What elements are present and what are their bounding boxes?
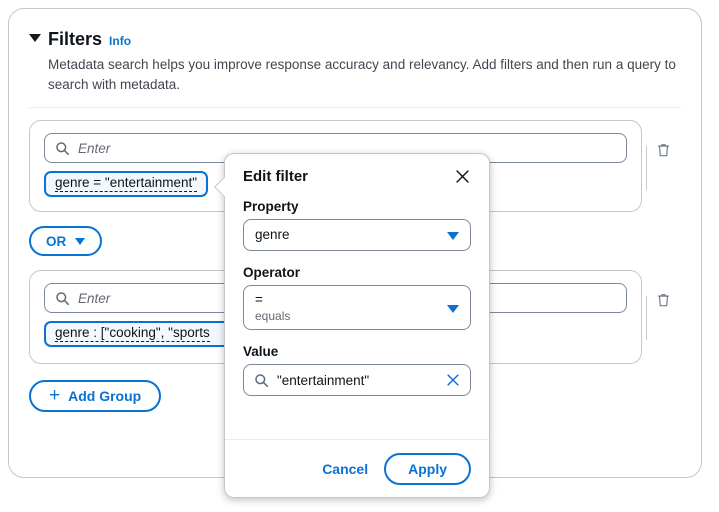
property-select-value: genre (255, 227, 290, 242)
popover-title: Edit filter (243, 168, 309, 185)
info-link[interactable]: Info (109, 34, 132, 48)
filters-header: Filters Info Metadata search helps you i… (9, 9, 701, 95)
chevron-down-icon (447, 304, 459, 313)
property-label: Property (243, 199, 299, 214)
popover-footer: Cancel Apply (225, 439, 489, 497)
value-input-text: "entertainment" (277, 372, 370, 388)
popover-header: Edit filter (243, 168, 471, 185)
property-select[interactable]: genre (243, 219, 471, 251)
filter-chip-1[interactable]: genre = "entertainment" (44, 171, 209, 197)
filters-title-row: Filters Info (29, 29, 681, 50)
edit-filter-popover: Edit filter Property genre Operator = eq… (214, 153, 490, 498)
close-icon[interactable] (454, 168, 471, 185)
filter-chip-2-label: genre : ["cooking", "sports (55, 325, 210, 342)
filter-chip-1-label: genre = "entertainment" (55, 175, 198, 192)
search-icon (56, 291, 70, 305)
search-placeholder-1: Enter (78, 140, 111, 156)
page-title: Filters (48, 29, 103, 49)
caret-down-icon[interactable] (29, 34, 41, 42)
trash-icon[interactable] (656, 292, 671, 308)
popover-body: Edit filter Property genre Operator = eq… (225, 154, 489, 396)
operator-label: Operator (243, 265, 301, 280)
plus-icon: + (49, 384, 61, 406)
add-group-button[interactable]: + Add Group (29, 380, 162, 412)
add-group-container: + Add Group (9, 380, 701, 412)
value-label: Value (243, 344, 279, 359)
operator-select[interactable]: = equals (243, 285, 471, 330)
cancel-button[interactable]: Cancel (320, 457, 370, 481)
join-operator-button[interactable]: OR (29, 226, 103, 256)
caret-down-icon (75, 237, 86, 245)
search-icon (255, 373, 269, 387)
chip-row-1: genre = "entertainment" (44, 171, 627, 197)
operator-select-description: equals (255, 309, 291, 323)
delete-group-1-cell (646, 120, 681, 158)
header-divider (29, 107, 681, 108)
join-operator-label: OR (46, 233, 67, 249)
clear-value-icon[interactable] (445, 372, 461, 388)
search-placeholder-2: Enter (78, 290, 111, 306)
operator-select-value: = (255, 292, 263, 307)
apply-button[interactable]: Apply (384, 452, 471, 485)
delete-group-2-cell (646, 270, 681, 308)
value-input[interactable]: "entertainment" (243, 364, 471, 396)
search-icon (56, 141, 70, 155)
add-group-label: Add Group (68, 388, 142, 404)
join-operator-container: OR (9, 226, 701, 256)
chevron-down-icon (447, 232, 459, 240)
filters-description: Metadata search helps you improve respon… (48, 57, 676, 92)
trash-icon[interactable] (656, 142, 671, 158)
